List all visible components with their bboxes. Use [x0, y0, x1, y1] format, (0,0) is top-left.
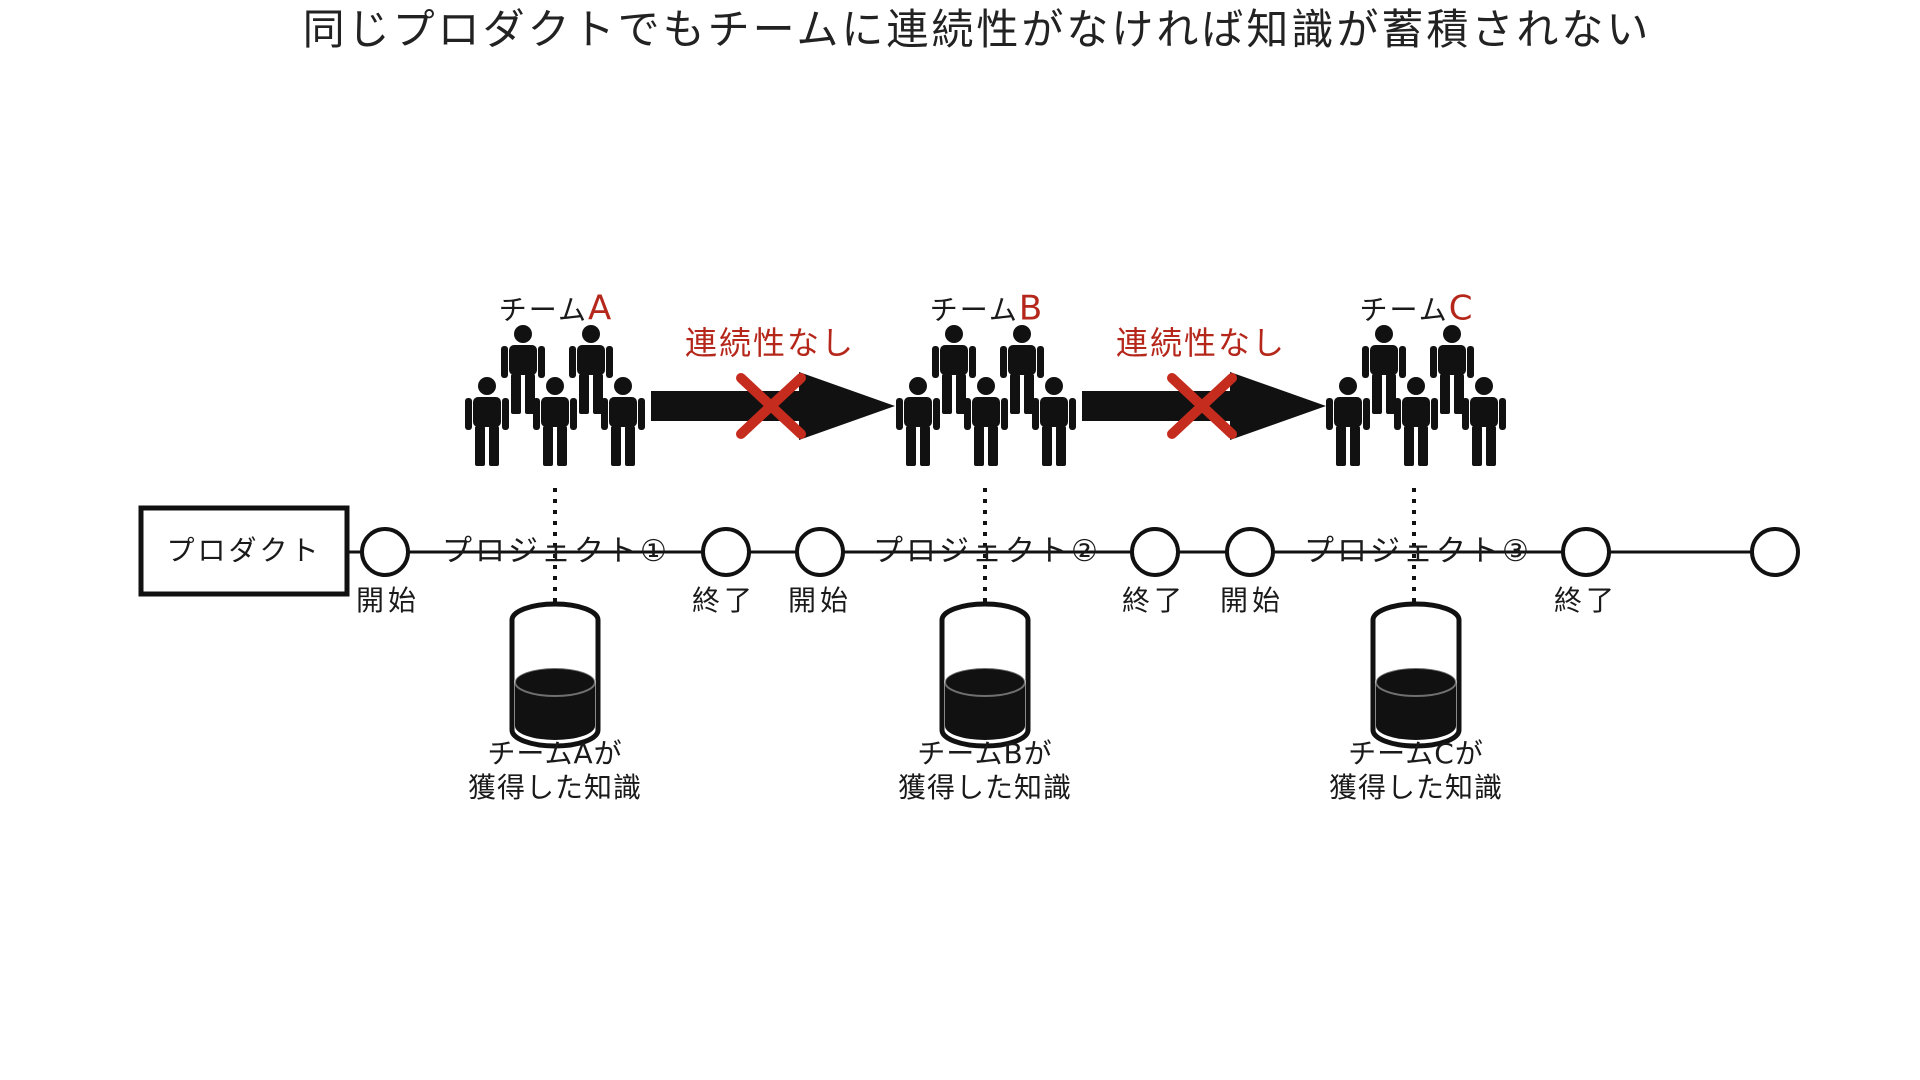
node-start-label: 開始 — [787, 584, 853, 618]
timeline-node — [701, 527, 751, 577]
timeline-node — [795, 527, 845, 577]
blocked-arrow-icon — [1082, 372, 1326, 440]
no-continuity-label: 連続性なし — [684, 323, 856, 362]
knowledge-c-label: チームCが獲得した知識 — [1328, 737, 1504, 804]
team-c-label: チームC — [1359, 288, 1475, 329]
node-start-label: 開始 — [1219, 584, 1285, 618]
timeline-node — [360, 527, 410, 577]
knowledge-a-database-icon — [512, 604, 598, 746]
timeline-node — [1561, 527, 1611, 577]
knowledge-b-database-icon — [942, 604, 1028, 746]
blocked-arrow-icon — [651, 372, 895, 440]
team-a-people-icon — [465, 325, 645, 466]
team-b-people-icon — [896, 325, 1076, 466]
team-c-people-icon — [1326, 325, 1506, 466]
team-a-label: チームA — [498, 288, 614, 329]
product-box — [138, 505, 350, 597]
node-start-label: 開始 — [355, 584, 421, 618]
page-title: 同じプロダクトでもチームに連続性がなければ知識が蓄積されない — [302, 4, 1652, 54]
knowledge-b-label: チームBが獲得した知識 — [897, 737, 1073, 804]
timeline-node — [1750, 527, 1800, 577]
node-end-label: 終了 — [1121, 584, 1187, 618]
knowledge-c-database-icon — [1373, 604, 1459, 746]
timeline-node — [1225, 527, 1275, 577]
project-1-label: プロジェクト① — [442, 534, 670, 569]
project-3-label: プロジェクト③ — [1304, 534, 1532, 569]
node-end-label: 終了 — [1553, 584, 1619, 618]
no-continuity-label: 連続性なし — [1115, 323, 1287, 362]
team-b-label: チームB — [929, 288, 1045, 329]
knowledge-a-label: チームAが獲得した知識 — [467, 737, 643, 804]
product-label: プロダクト — [166, 534, 322, 568]
node-end-label: 終了 — [691, 584, 757, 618]
project-2-label: プロジェクト② — [873, 534, 1101, 569]
timeline-node — [1130, 527, 1180, 577]
